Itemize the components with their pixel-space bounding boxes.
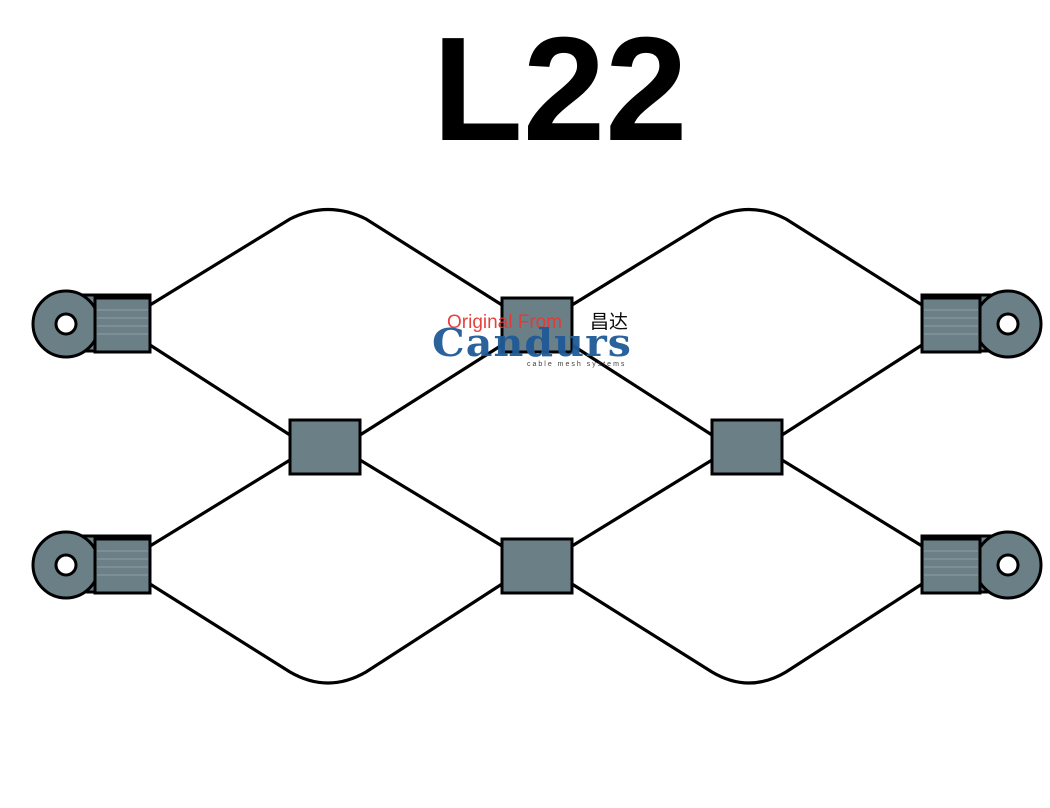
wire-bottom-arc-right bbox=[570, 582, 924, 685]
wire-bottom-to-right-center bbox=[570, 458, 714, 548]
crimp-ferrule-icon bbox=[500, 537, 574, 595]
watermark: Original From 昌达 Candurs cable mesh syst… bbox=[432, 311, 632, 368]
wire-left-center-to-top bbox=[358, 343, 504, 437]
wire-bottom-arc-left bbox=[148, 582, 504, 685]
eye-terminal-icon bbox=[920, 289, 1043, 359]
end-terminals bbox=[31, 289, 1043, 600]
crimp-ferrule-icon bbox=[288, 418, 362, 476]
watermark-prefix: Original From bbox=[447, 312, 562, 333]
wire-left-upper-to-center bbox=[148, 343, 292, 437]
cross-ferrules bbox=[288, 296, 784, 595]
diagram-title: L22 bbox=[432, 7, 687, 172]
wire-right-center-to-lower-terminal bbox=[780, 458, 924, 548]
crimp-ferrule-icon bbox=[500, 296, 574, 354]
watermark-cjk: 昌达 bbox=[590, 311, 628, 333]
wire-right-center-to-terminal bbox=[780, 343, 924, 437]
crimp-ferrule-icon bbox=[710, 418, 784, 476]
watermark-tagline: cable mesh systems bbox=[527, 361, 626, 368]
eye-terminal-icon bbox=[920, 530, 1043, 600]
wire-left-center-to-bottom bbox=[358, 458, 504, 548]
wire-top-to-right-center bbox=[570, 343, 714, 437]
wire-top-arc-left bbox=[148, 207, 504, 307]
cable-wires bbox=[148, 207, 924, 685]
watermark-brand: Candurs bbox=[432, 320, 632, 365]
eye-terminal-icon bbox=[31, 530, 152, 600]
eye-terminal-icon bbox=[31, 289, 152, 359]
wire-top-arc-right bbox=[570, 208, 924, 307]
wire-left-lower-to-center bbox=[148, 458, 292, 548]
